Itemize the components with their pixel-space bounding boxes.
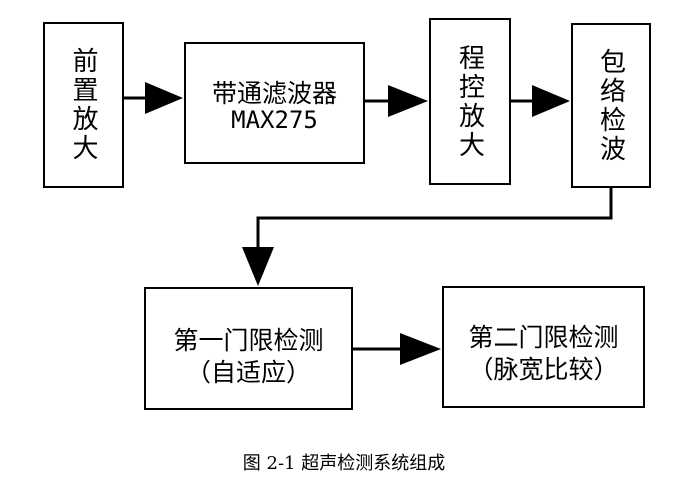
block-programmable-amp: 程控放大 <box>429 18 511 185</box>
connector-envelope-threshold1 <box>256 187 613 252</box>
block-threshold2-note: （脉宽比较） <box>468 355 619 384</box>
block-preamp-label: 前置放大 <box>68 47 98 163</box>
block-preamp: 前置放大 <box>43 22 124 188</box>
arrowhead <box>532 85 570 117</box>
figure-caption: 图 2-1 超声检测系统组成 <box>242 453 446 474</box>
arrowhead <box>400 333 441 365</box>
block-threshold2: 第二门限检测 （脉宽比较） <box>442 286 645 408</box>
block-envelope-label: 包络检波 <box>595 47 626 164</box>
block-threshold1-label: 第一门限检测 <box>173 326 324 355</box>
block-bandpass-model: MAX275 <box>231 106 318 134</box>
block-bandpass-label: 带通滤波器 <box>211 79 337 108</box>
block-bandpass-filter: 带通滤波器 MAX275 <box>184 42 365 164</box>
block-envelope-detector: 包络检波 <box>571 23 651 188</box>
block-pga-label: 程控放大 <box>454 43 485 160</box>
block-threshold2-label: 第二门限检测 <box>468 323 619 352</box>
block-threshold1-note: （自适应） <box>185 358 311 387</box>
arrowhead <box>242 247 274 286</box>
arrowhead <box>388 85 428 117</box>
arrowhead <box>145 82 183 114</box>
block-threshold1: 第一门限检测 （自适应） <box>144 287 353 410</box>
